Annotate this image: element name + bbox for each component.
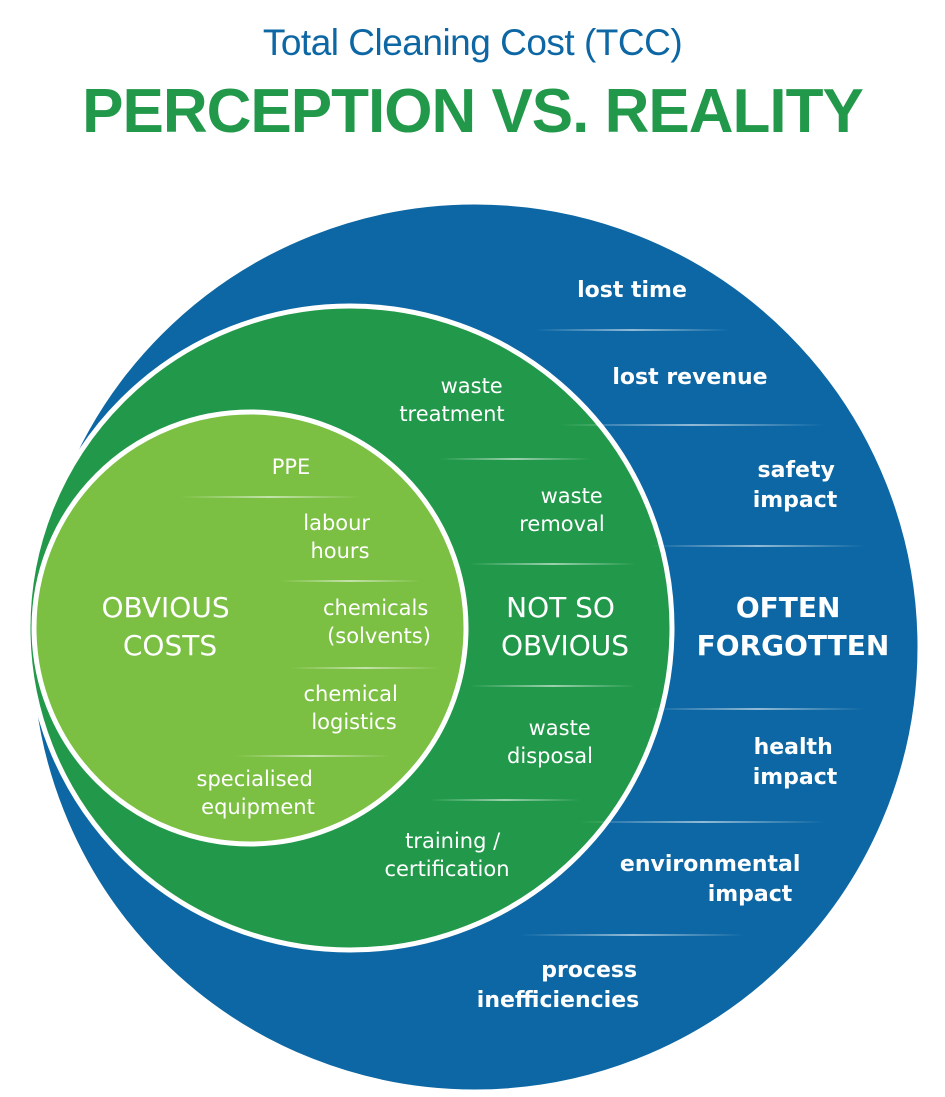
item-line: equipment bbox=[201, 795, 315, 819]
middle-label-line: OBVIOUS bbox=[501, 629, 629, 662]
outer-item-lost-revenue: lost revenue bbox=[612, 365, 767, 390]
outer-label-line: OFTEN bbox=[736, 591, 841, 624]
item-line: impact bbox=[753, 488, 838, 513]
inner-label-line: OBVIOUS bbox=[101, 591, 229, 624]
item-line: impact bbox=[708, 882, 793, 907]
inner-circle-label: OBVIOUS COSTS bbox=[101, 591, 238, 662]
item-line: lost time bbox=[577, 278, 687, 303]
item-line: environmental bbox=[620, 852, 801, 877]
outer-circle-label: OFTEN FORGOTTEN bbox=[697, 591, 890, 662]
middle-label-line: NOT SO bbox=[506, 591, 615, 624]
middle-item-waste-treatment: waste treatment bbox=[399, 374, 509, 426]
outer-item-health-impact: health impact bbox=[753, 735, 841, 790]
item-line: process bbox=[541, 958, 637, 983]
item-line: inefficiencies bbox=[477, 988, 639, 1013]
item-line: health bbox=[754, 735, 833, 760]
item-line: waste bbox=[541, 484, 603, 508]
middle-item-training-certification: training / certification bbox=[384, 829, 509, 881]
item-line: PPE bbox=[272, 455, 311, 479]
item-line: waste bbox=[529, 716, 591, 740]
item-line: treatment bbox=[399, 402, 504, 426]
item-line: removal bbox=[519, 512, 605, 536]
item-line: impact bbox=[753, 765, 838, 790]
middle-item-waste-disposal: waste disposal bbox=[507, 716, 597, 768]
item-line: hours bbox=[310, 539, 369, 563]
inner-label-line: COSTS bbox=[123, 629, 217, 662]
inner-item-labour-hours: labour hours bbox=[303, 511, 377, 563]
inner-circle bbox=[31, 409, 469, 847]
outer-item-environmental-impact: environmental impact bbox=[620, 852, 808, 907]
item-line: (solvents) bbox=[327, 624, 431, 648]
inner-item-chemical-logistics: chemical logistics bbox=[303, 682, 404, 734]
inner-item-specialised-equipment: specialised equipment bbox=[197, 767, 320, 819]
item-line: chemical bbox=[303, 682, 397, 706]
item-line: disposal bbox=[507, 744, 593, 768]
item-line: lost revenue bbox=[612, 365, 767, 390]
middle-item-waste-removal: waste removal bbox=[519, 484, 609, 536]
inner-item-ppe: PPE bbox=[272, 455, 311, 479]
outer-item-safety-impact: safety impact bbox=[753, 458, 843, 513]
divider-lines bbox=[180, 329, 865, 936]
diagram-subtitle: Total Cleaning Cost (TCC) bbox=[262, 22, 683, 63]
middle-circle-label: NOT SO OBVIOUS bbox=[501, 591, 629, 662]
item-line: labour bbox=[303, 511, 370, 535]
item-line: specialised bbox=[197, 767, 313, 791]
diagram-headline: PERCEPTION VS. REALITY bbox=[82, 77, 864, 146]
item-line: logistics bbox=[311, 710, 396, 734]
outer-label-line: FORGOTTEN bbox=[697, 629, 890, 662]
item-line: certification bbox=[384, 857, 509, 881]
outer-item-lost-time: lost time bbox=[577, 278, 687, 303]
item-line: waste bbox=[441, 374, 503, 398]
inner-item-chemicals: chemicals (solvents) bbox=[323, 596, 435, 648]
item-line: safety bbox=[758, 458, 835, 483]
item-line: training / bbox=[405, 829, 501, 853]
item-line: chemicals bbox=[323, 596, 428, 620]
outer-item-process-inefficiencies: process inefficiencies bbox=[477, 958, 645, 1013]
